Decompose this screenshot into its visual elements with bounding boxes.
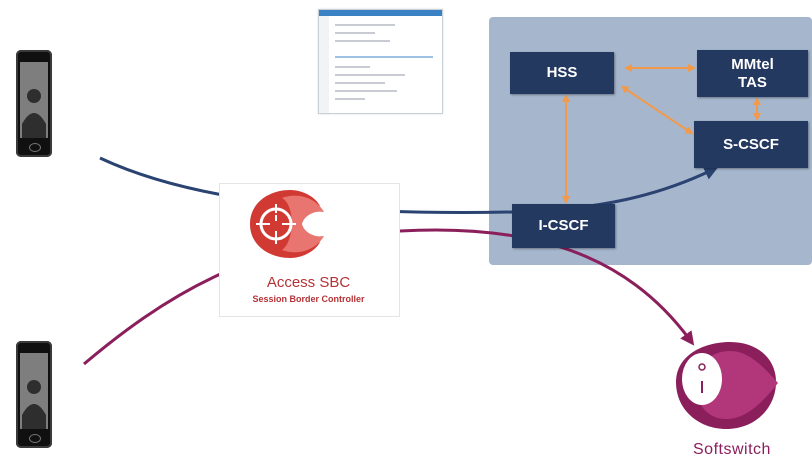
phone-screen	[20, 62, 48, 138]
home-button	[29, 143, 41, 152]
thumbnail-line	[335, 24, 395, 26]
s-cscf-label: S-CSCF	[723, 135, 779, 153]
thumbnail-sidebar	[319, 16, 329, 113]
thumbnail-line	[335, 82, 385, 84]
hss-label: HSS	[546, 64, 578, 81]
sbc-subtitle: Session Border Controller	[252, 294, 365, 304]
i-cscf-node: I-CSCF	[512, 204, 615, 248]
mmtel-label: MMtel	[731, 55, 774, 73]
sbc-title: Access SBC	[266, 274, 351, 291]
hss-node: HSS	[510, 52, 614, 94]
thumbnail-line	[335, 56, 433, 58]
thumbnail-line	[335, 66, 370, 68]
smartphone-icon	[16, 341, 52, 448]
user-silhouette-icon	[20, 353, 48, 429]
user-silhouette-icon	[20, 62, 48, 138]
thumbnail-line	[335, 32, 375, 34]
softswitch-icon	[676, 342, 778, 429]
tas-label: TAS	[738, 73, 767, 91]
access-sbc-card	[219, 183, 400, 317]
call-path-ims	[99, 156, 719, 214]
thumbnail-line	[335, 90, 397, 92]
i-cscf-label: I-CSCF	[538, 217, 589, 234]
phone-screen	[20, 353, 48, 429]
call-path-softswitch	[83, 228, 695, 366]
thumbnail-line	[335, 74, 405, 76]
link-hss-scscf	[620, 85, 694, 135]
home-button	[29, 434, 41, 443]
softswitch-label: Softswitch	[693, 441, 771, 458]
screenshot-thumbnail	[318, 9, 443, 114]
smartphone-icon	[16, 50, 52, 157]
s-cscf-node: S-CSCF	[694, 121, 808, 168]
thumbnail-header	[319, 10, 442, 16]
thumbnail-line	[335, 98, 365, 100]
sbc-lock-icon	[250, 190, 324, 258]
mmtel-tas-node: MMtel TAS	[697, 50, 808, 97]
thumbnail-line	[335, 40, 390, 42]
